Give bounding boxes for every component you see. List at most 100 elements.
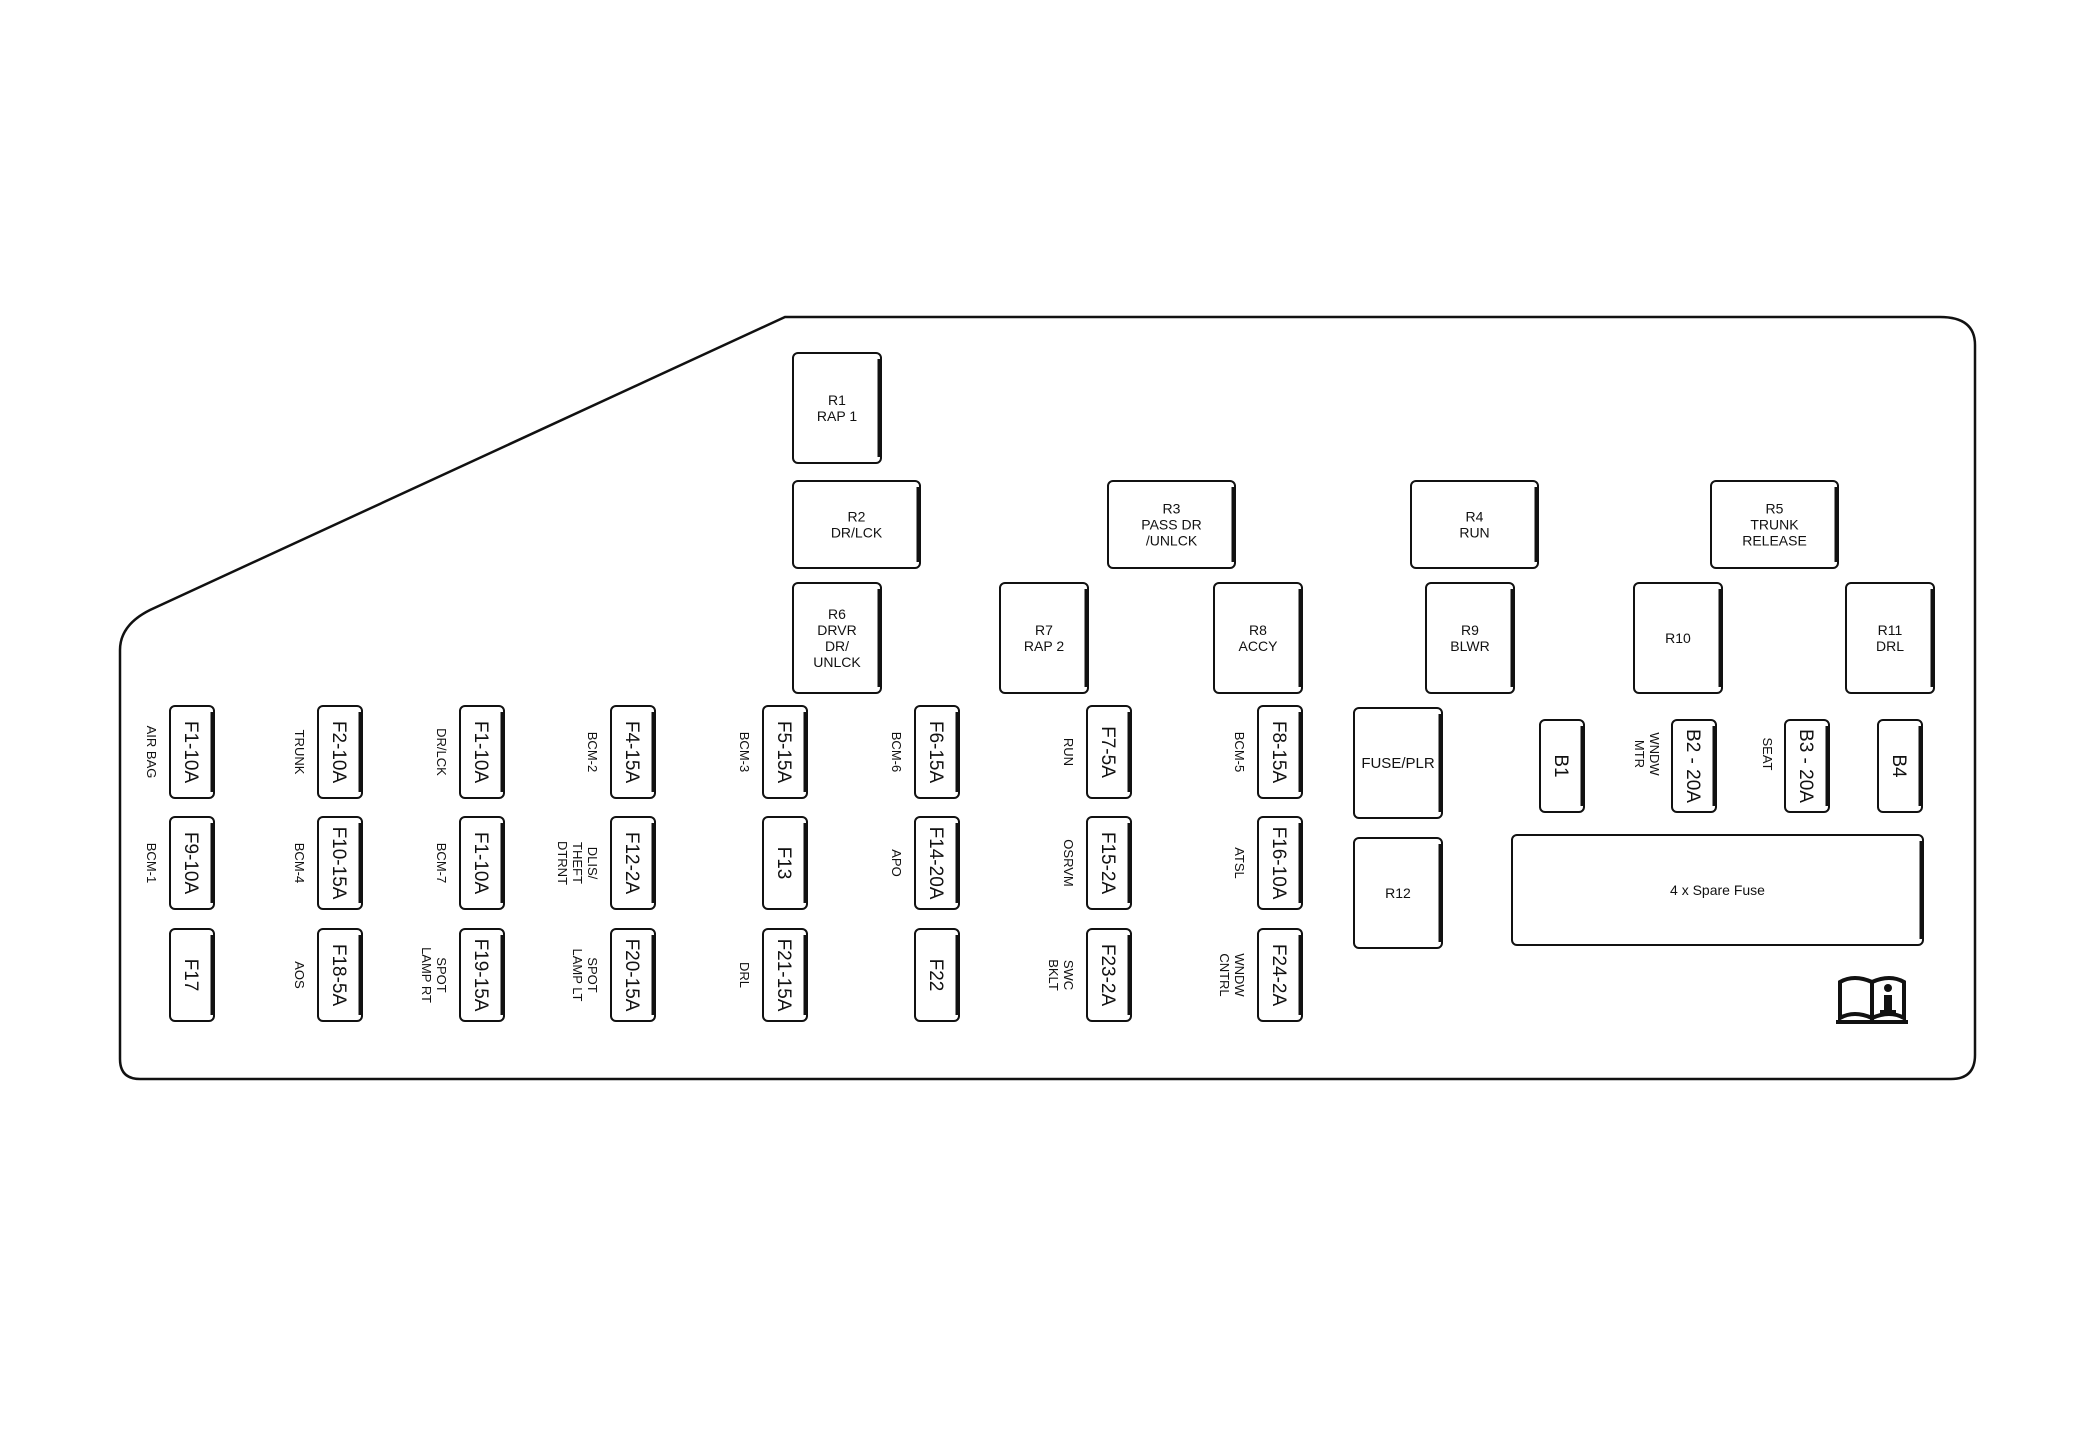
breaker-b4-label: B4 bbox=[1888, 754, 1909, 778]
fuse-f1-10a-c1r1-label: F1-10A bbox=[180, 721, 201, 784]
fuse-f1-10a-c1r1-body bbox=[169, 705, 215, 799]
fuse-f1-10a-c1r1: F1-10A AIR BAG bbox=[144, 705, 215, 799]
relay-r9-text-0: R9 bbox=[1461, 622, 1479, 638]
relay-r5-text-0: R5 bbox=[1766, 501, 1784, 517]
fuse-f13-c5r2-body bbox=[762, 816, 808, 910]
breaker-b3-body bbox=[1784, 719, 1830, 813]
fuse-f5-15a-c5r1-desc-0: BCM-3 bbox=[737, 732, 752, 772]
fuse-f20-15a-c4r3-desc-1: LAMP LT bbox=[570, 949, 585, 1002]
fuse-f23-2a-c7r3-label: F23-2A bbox=[1097, 944, 1118, 1007]
fuse-f19-15a-c3r3-desc-0: SPOT bbox=[434, 957, 449, 992]
breaker-b1-body bbox=[1539, 719, 1585, 813]
fuse-f2-10a-c2r1-desc-0: TRUNK bbox=[292, 730, 307, 775]
relay-r5-text-1: TRUNK bbox=[1750, 517, 1799, 533]
fuse-f16-10a-c8r2-desc-0: ATSL bbox=[1232, 847, 1247, 879]
fuse-f1-10a-c1r1-desc-0: AIR BAG bbox=[144, 726, 159, 779]
fuse-f17-c1r3-body bbox=[169, 928, 215, 1022]
relay-r2-body bbox=[792, 480, 921, 569]
fuse-f19-15a-c3r3-label: F19-15A bbox=[470, 939, 491, 1012]
relay-r8-body bbox=[1213, 582, 1303, 694]
relay-r6-text-1: DRVR bbox=[817, 622, 856, 638]
fuse-f2-10a-c2r1: F2-10A TRUNK bbox=[292, 705, 363, 799]
fuse-f1-10a-c3r1-desc-0: DR/LCK bbox=[434, 728, 449, 776]
fuse-f21-15a-c5r3: F21-15A DRL bbox=[737, 928, 808, 1022]
relay-r9-text-1: BLWR bbox=[1450, 638, 1489, 654]
fuse-f24-2a-c8r3-label: F24-2A bbox=[1268, 944, 1289, 1007]
fuse-f22-c6r3: F22 bbox=[914, 928, 960, 1022]
breaker-b4: B4 bbox=[1877, 719, 1923, 813]
spare-fuse-holder-body bbox=[1511, 834, 1924, 946]
fuse-f8-15a-c8r1-desc-0: BCM-5 bbox=[1232, 732, 1247, 772]
relay-fuse-plr-body bbox=[1353, 707, 1443, 819]
fuse-f9-10a-c1r2-label: F9-10A bbox=[180, 832, 201, 895]
fuse-f6-15a-c6r1-body bbox=[914, 705, 960, 799]
relay-r12-text-0: R12 bbox=[1385, 885, 1411, 901]
fuse-f7-5a-c7r1-desc-0: RUN bbox=[1061, 738, 1076, 766]
fuse-f2-10a-c2r1-label: F2-10A bbox=[328, 721, 349, 784]
fuse-f12-2a-c4r2-label: F12-2A bbox=[621, 832, 642, 895]
relay-r4-text-0: R4 bbox=[1466, 509, 1484, 525]
fuse-f1-10a-c3r2-label: F1-10A bbox=[470, 832, 491, 895]
fuse-f15-2a-c7r2-label: F15-2A bbox=[1097, 832, 1118, 895]
fuse-f16-10a-c8r2-body bbox=[1257, 816, 1303, 910]
fuse-f20-15a-c4r3-label: F20-15A bbox=[621, 939, 642, 1012]
relay-r11-body bbox=[1845, 582, 1935, 694]
fuse-f14-20a-c6r2-desc-0: APO bbox=[889, 849, 904, 876]
fuse-f24-2a-c8r3-desc-1: CNTRL bbox=[1217, 953, 1232, 996]
fuse-f21-15a-c5r3-label: F21-15A bbox=[773, 939, 794, 1012]
relay-r8-text-0: R8 bbox=[1249, 622, 1267, 638]
relay-r10-text-0: R10 bbox=[1665, 630, 1691, 646]
fuse-f19-15a-c3r3-body bbox=[459, 928, 505, 1022]
relay-r3-text-2: /UNLCK bbox=[1146, 533, 1198, 549]
fuse-f16-10a-c8r2-label: F16-10A bbox=[1268, 827, 1289, 900]
fuse-f4-15a-c4r1-desc-0: BCM-2 bbox=[585, 732, 600, 772]
relay-r9-body bbox=[1425, 582, 1515, 694]
fuse-f1-10a-c3r2-body bbox=[459, 816, 505, 910]
fuse-f9-10a-c1r2-body bbox=[169, 816, 215, 910]
fuse-f12-2a-c4r2-desc-2: DTRNT bbox=[555, 841, 570, 885]
fuse-f18-5a-c2r3-desc-0: AOS bbox=[292, 961, 307, 989]
relay-r8-text-1: ACCY bbox=[1239, 638, 1279, 654]
relay-r6-text-0: R6 bbox=[828, 606, 846, 622]
fuse-f21-15a-c5r3-desc-0: DRL bbox=[737, 962, 752, 988]
relay-r7-text-1: RAP 2 bbox=[1024, 638, 1064, 654]
fuse-f23-2a-c7r3-body bbox=[1086, 928, 1132, 1022]
relay-r11-text-1: DRL bbox=[1876, 638, 1904, 654]
fuse-f10-15a-c2r2-desc-0: BCM-4 bbox=[292, 843, 307, 883]
fuse-f6-15a-c6r1-desc-0: BCM-6 bbox=[889, 732, 904, 772]
relay-r3-body bbox=[1107, 480, 1236, 569]
fuse-f17-c1r3-label: F17 bbox=[180, 959, 201, 992]
relay-r1-text-1: RAP 1 bbox=[817, 408, 857, 424]
relay-r5-text-2: RELEASE bbox=[1742, 533, 1807, 549]
relay-r11-text-0: R11 bbox=[1878, 622, 1903, 638]
fuse-f18-5a-c2r3-body bbox=[317, 928, 363, 1022]
breaker-b2-label: B2 - 20A bbox=[1682, 729, 1703, 803]
breaker-b2-body bbox=[1671, 719, 1717, 813]
fuse-f21-15a-c5r3-body bbox=[762, 928, 808, 1022]
relay-r10: R10 bbox=[1633, 582, 1723, 694]
fuse-f17-c1r3: F17 bbox=[169, 928, 215, 1022]
breaker-b2-desc-1: MTR bbox=[1632, 740, 1647, 768]
fuse-f2-10a-c2r1-body bbox=[317, 705, 363, 799]
relay-r2-text-1: DR/LCK bbox=[831, 525, 883, 541]
fuse-f20-15a-c4r3-desc-0: SPOT bbox=[585, 957, 600, 992]
fuse-f14-20a-c6r2-body bbox=[914, 816, 960, 910]
